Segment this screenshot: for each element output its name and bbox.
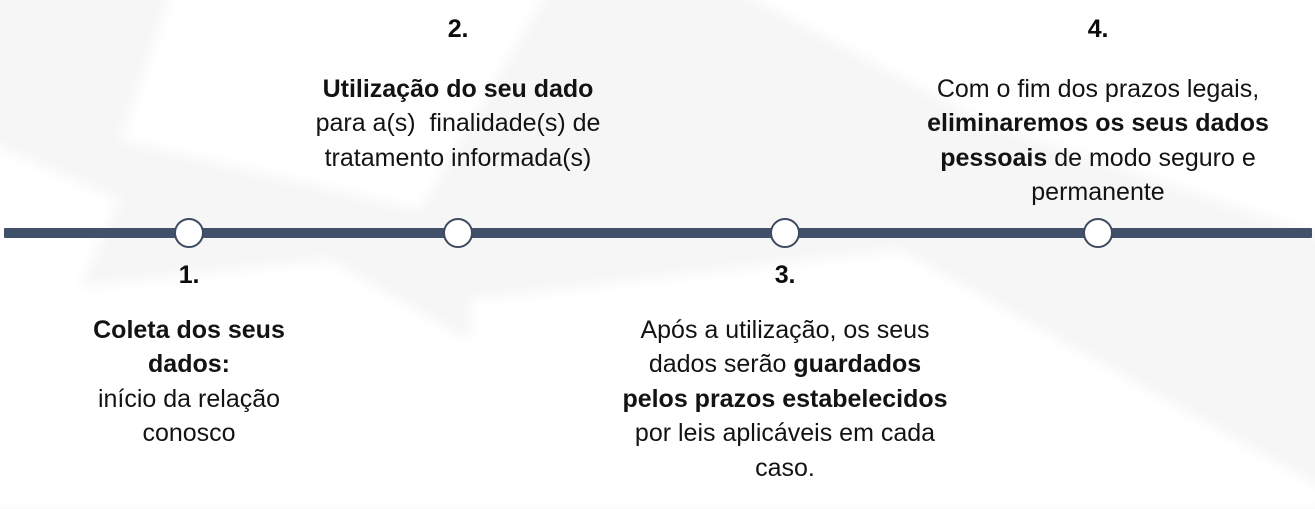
step-1-number: 1. — [178, 261, 200, 289]
step-3-text: Após a utilização, os seus dados serão g… — [622, 315, 955, 482]
step-4-number: 4. — [1087, 15, 1109, 43]
timeline-node-3[interactable] — [770, 218, 800, 248]
step-4-text: Com o fim dos prazos legais, eliminaremo… — [927, 74, 1276, 207]
step-3-number: 3. — [774, 261, 796, 289]
timeline-node-2[interactable] — [443, 218, 473, 248]
timeline-step-4: 4. Com o fim dos prazos legais, eliminar… — [898, 15, 1298, 210]
step-2-number: 2. — [447, 15, 469, 43]
timeline-node-1[interactable] — [174, 218, 204, 248]
timeline-node-4[interactable] — [1083, 218, 1113, 248]
timeline-step-3: 3. Após a utilização, os seus dados serã… — [615, 261, 955, 485]
timeline-axis — [4, 228, 1312, 238]
